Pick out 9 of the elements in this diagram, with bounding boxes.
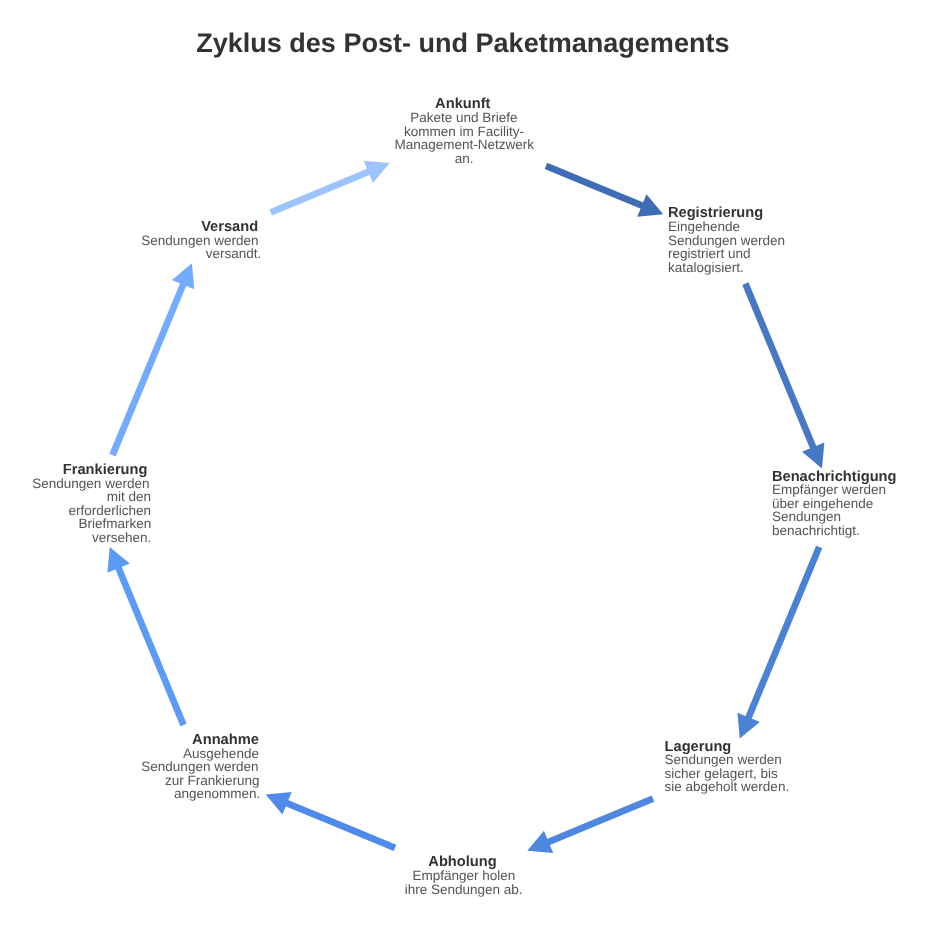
arrow [737,544,823,738]
arrow [269,159,390,215]
arrow [109,262,195,456]
arrow [527,794,655,853]
diagram-title: Zyklus des Post- und Paketmanagements [196,26,730,57]
arrow [742,281,825,468]
arrow [544,161,664,216]
arrow [107,545,187,726]
arrow [265,791,397,851]
